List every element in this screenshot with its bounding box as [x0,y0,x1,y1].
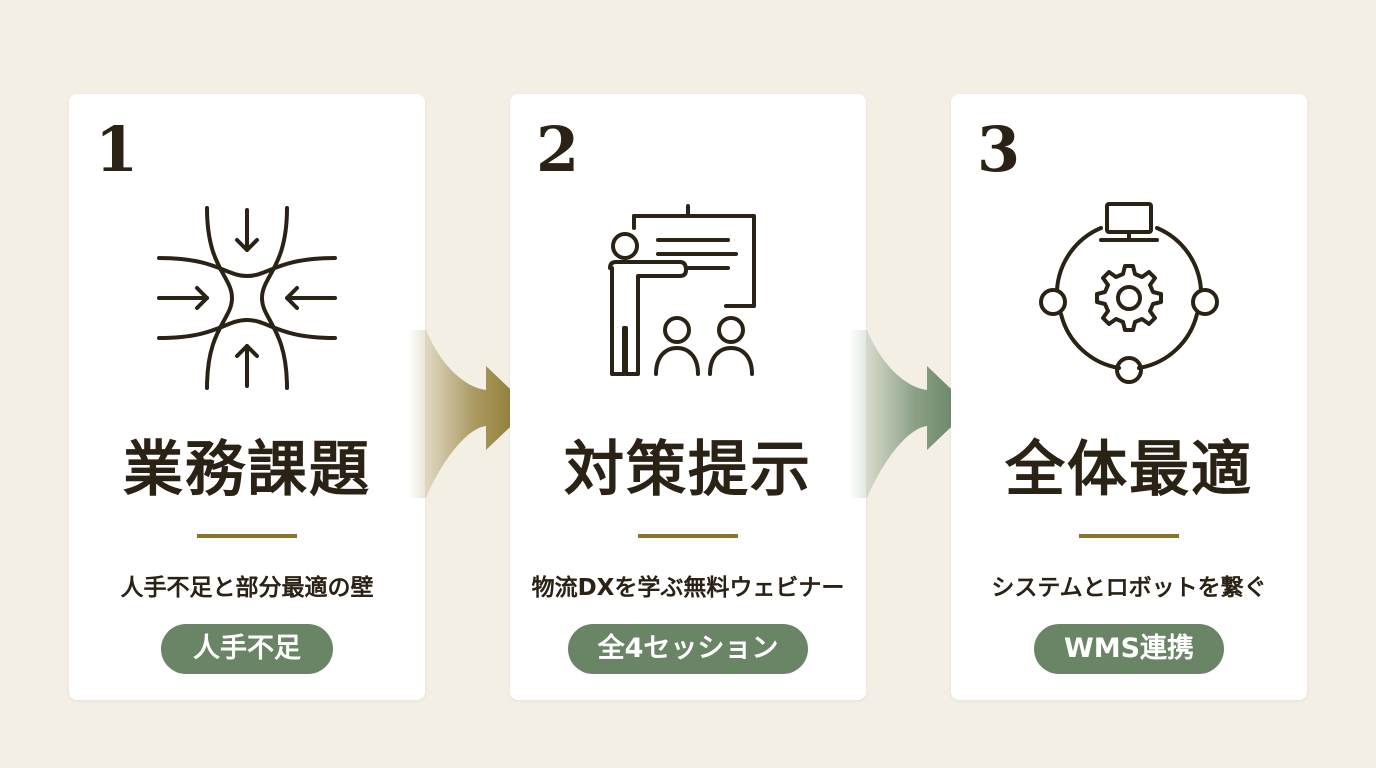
step-card-2: 2 対策提示 物流DXを学ぶ無料ウェビナー 全4セッション [510,94,866,700]
title-divider [197,534,297,538]
step-badge: WMS連携 [1034,624,1224,674]
title-divider [638,534,738,538]
connected-system-icon [1029,198,1229,398]
step-badge: 全4セッション [568,624,808,674]
step-subtitle: 人手不足と部分最適の壁 [120,575,374,601]
arrow-right-icon [408,330,533,498]
step-subtitle: 物流DXを学ぶ無料ウェビナー [531,575,845,601]
step-number: 3 [977,113,1021,186]
presentation-icon [588,198,788,398]
title-divider [1079,534,1179,538]
step-card-1: 1 業務課題 人手不足と部分最適の壁 人手不足 [69,94,425,700]
step-title: 対策提示 [564,435,812,505]
step-subtitle: システムとロボットを繋ぐ [991,575,1267,601]
arrow-right-icon [849,330,974,498]
step-number: 1 [95,113,139,186]
step-title: 業務課題 [123,435,371,505]
step-title: 全体最適 [1005,435,1253,505]
step-card-3: 3 全体最適 システムとロボットを繋ぐ WMS連携 [951,94,1307,700]
converging-arrows-icon [147,198,347,398]
step-number: 2 [536,113,580,186]
step-badge: 人手不足 [161,624,333,674]
